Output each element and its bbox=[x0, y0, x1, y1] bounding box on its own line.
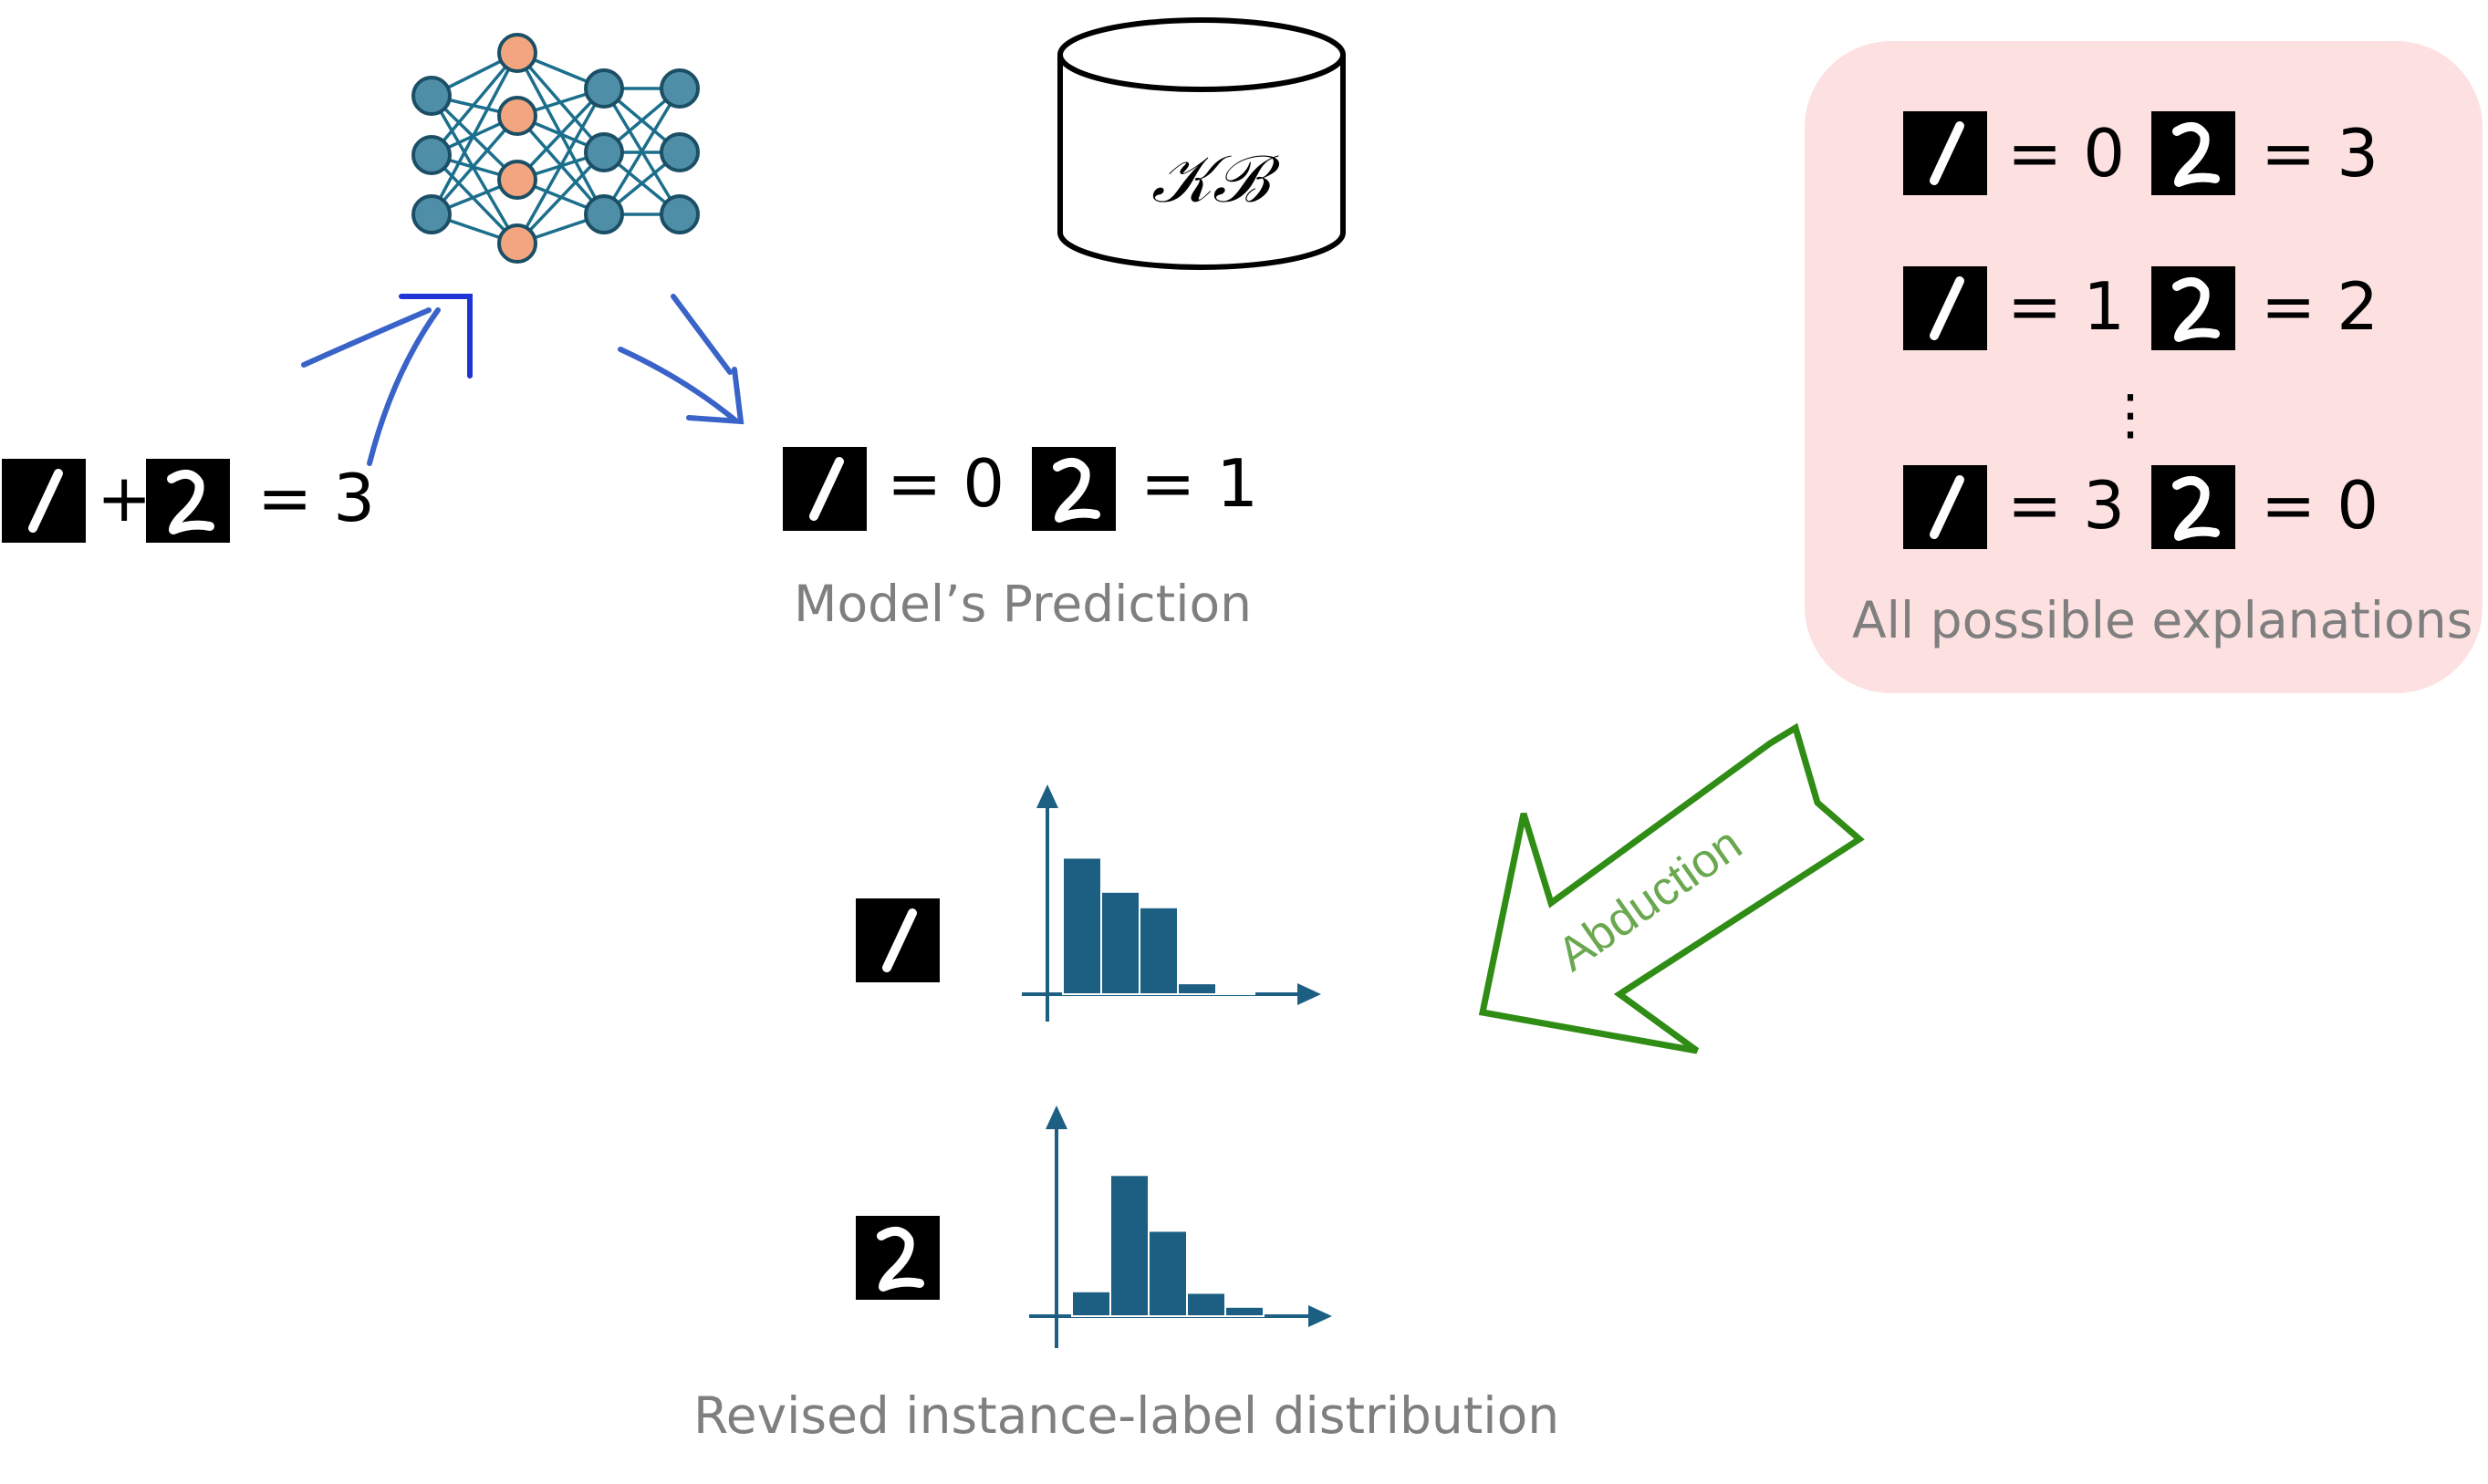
nn-node bbox=[411, 194, 452, 234]
histogram-one-bar bbox=[1062, 856, 1102, 996]
histogram-one bbox=[1022, 784, 1321, 1022]
prediction-label-one: = 0 bbox=[887, 445, 1005, 522]
histogram-one-bar bbox=[1100, 890, 1140, 995]
abduction-label: Abduction bbox=[1548, 817, 1752, 981]
nn-edge bbox=[602, 88, 682, 215]
explanation-3-digit-two-image bbox=[2151, 465, 2235, 549]
input-result: = 3 bbox=[257, 460, 376, 536]
explanation-1-label-two: = 3 bbox=[2261, 115, 2379, 192]
explanation-3-digit-one-image bbox=[1903, 465, 1987, 549]
histogram-two-bar bbox=[1109, 1174, 1150, 1318]
prediction-digit-one-image bbox=[783, 447, 867, 531]
explanation-1-digit-two-image bbox=[2151, 111, 2235, 195]
prediction-digit-two-image bbox=[1032, 447, 1116, 531]
nn-node bbox=[411, 135, 452, 175]
prediction-label-two: = 1 bbox=[1140, 445, 1259, 522]
nn-node bbox=[497, 223, 537, 264]
knowledge-base-cylinder bbox=[1057, 17, 1346, 270]
histogram-two-bar bbox=[1071, 1290, 1111, 1318]
nn-node bbox=[660, 194, 700, 234]
nn-node bbox=[660, 132, 700, 172]
input-plus-sign: + bbox=[97, 460, 152, 536]
input-arrow-icon bbox=[301, 294, 473, 466]
model-prediction-caption: Model’s Prediction bbox=[794, 575, 1252, 633]
revised-digit-two-image bbox=[856, 1216, 940, 1300]
histogram-two-bar bbox=[1186, 1292, 1226, 1317]
nn-node bbox=[497, 33, 537, 73]
nn-node bbox=[411, 76, 452, 116]
revised-digit-one-image bbox=[856, 898, 940, 982]
knowledge-base-label: 𝒦ℬ bbox=[1151, 140, 1268, 217]
nn-node bbox=[584, 68, 624, 109]
neural-network-icon bbox=[411, 33, 700, 264]
nn-edge bbox=[515, 87, 606, 182]
nn-edge bbox=[430, 153, 519, 245]
nn-edge bbox=[515, 88, 606, 244]
histogram-two-bar bbox=[1224, 1305, 1265, 1318]
abduction-arrow-icon: Abduction bbox=[1478, 722, 1865, 1054]
nn-edge bbox=[430, 95, 519, 244]
histogram-two-bar bbox=[1148, 1230, 1188, 1317]
explanation-1-label-one: = 0 bbox=[2007, 115, 2126, 192]
input-digit-one-image bbox=[2, 459, 86, 543]
histogram-one-bar bbox=[1177, 982, 1217, 995]
explanation-2-label-two: = 2 bbox=[2261, 268, 2379, 345]
explanation-2-digit-two-image bbox=[2151, 266, 2235, 350]
explanations-ellipsis: ⋮ bbox=[2103, 383, 2158, 447]
histogram-one-bar bbox=[1215, 991, 1255, 996]
nn-edge bbox=[430, 51, 519, 157]
explanation-1-digit-one-image bbox=[1903, 111, 1987, 195]
nn-edge bbox=[430, 114, 519, 216]
output-arrow-icon bbox=[618, 294, 744, 425]
revised-distribution-caption: Revised instance-label distribution bbox=[693, 1386, 1560, 1445]
explanation-2-label-one: = 1 bbox=[2007, 268, 2126, 345]
explanation-3-label-one: = 3 bbox=[2007, 467, 2126, 544]
explanation-2-digit-one-image bbox=[1903, 266, 1987, 350]
nn-node bbox=[660, 68, 700, 109]
nn-node bbox=[497, 160, 537, 200]
explanation-3-label-two: = 0 bbox=[2261, 467, 2379, 544]
nn-edge bbox=[430, 52, 519, 215]
input-digit-two-image bbox=[146, 459, 230, 543]
nn-node bbox=[584, 132, 624, 172]
nn-node bbox=[584, 194, 624, 234]
explanations-caption: All possible explanations bbox=[1852, 591, 2473, 649]
nn-edge bbox=[515, 150, 606, 245]
histogram-two bbox=[1029, 1105, 1332, 1348]
histogram-one-bar bbox=[1139, 906, 1179, 995]
nn-node bbox=[497, 96, 537, 136]
